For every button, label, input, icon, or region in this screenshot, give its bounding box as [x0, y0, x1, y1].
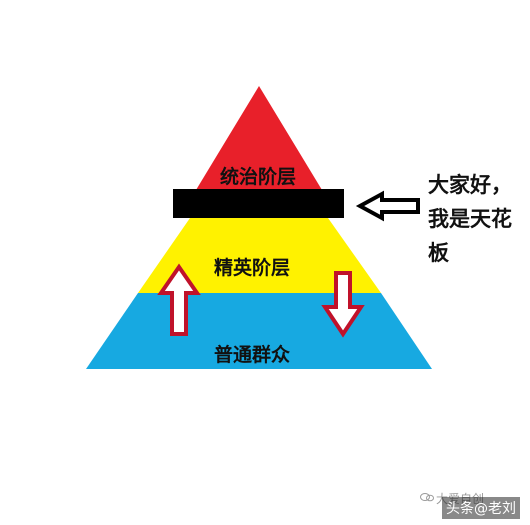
tier-label-common: 普通群众: [214, 344, 291, 366]
callout-line-3: 板: [428, 241, 449, 265]
ceiling-callout-text: 大家好， 我是天花 板: [428, 168, 518, 270]
callout-arrow-icon: [355, 190, 420, 222]
watermark-logo-icon: [420, 493, 434, 502]
tier-label-ruling: 统治阶层: [220, 166, 297, 188]
callout-line-2: 我是天花: [428, 207, 512, 231]
ceiling-bar: [173, 189, 344, 218]
tier-ruling-class: [196, 86, 322, 190]
up-arrow-icon: [157, 263, 201, 336]
credit-badge: 头条@老刘: [442, 497, 520, 519]
tier-label-elite: 精英阶层: [214, 257, 291, 279]
down-arrow-icon: [321, 271, 365, 338]
callout-line-1: 大家好，: [428, 173, 512, 197]
tier-elite-class: [138, 218, 381, 293]
